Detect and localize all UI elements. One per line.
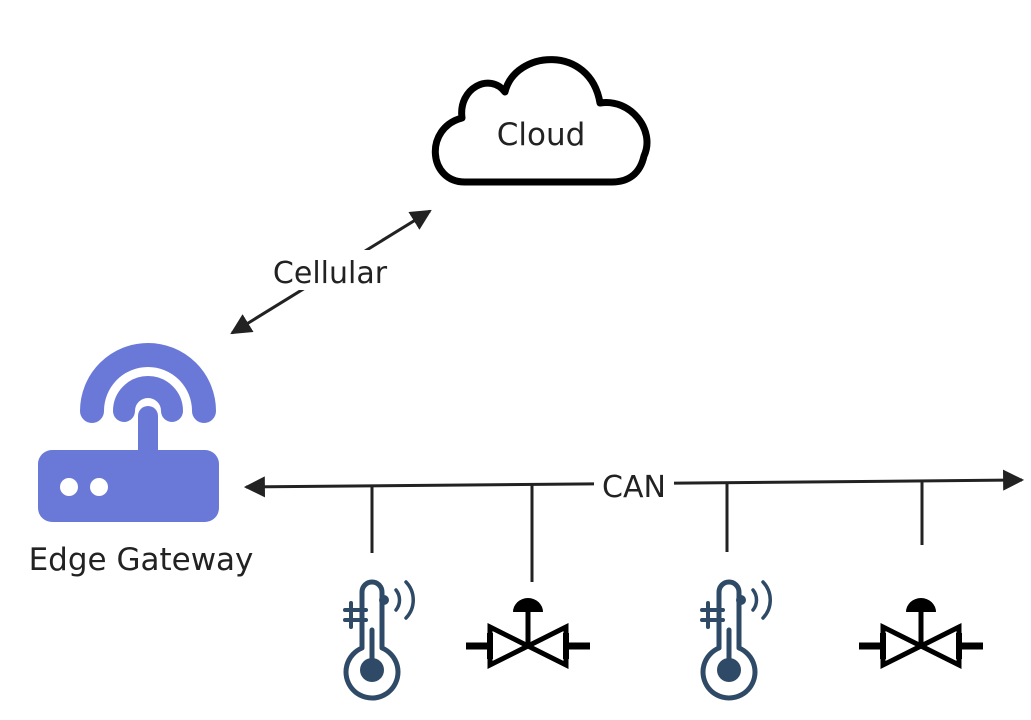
thermometer-wireless-icon — [702, 582, 770, 698]
cloud-icon — [431, 56, 651, 186]
gateway-label: Edge Gateway — [29, 542, 254, 578]
router-icon — [38, 343, 219, 522]
cellular-label: Cellular — [273, 256, 388, 291]
control-valve-icon — [466, 598, 590, 665]
thermometer-wireless-icon — [345, 582, 413, 698]
control-valve-icon — [859, 598, 983, 665]
can-bus-label: CAN — [602, 470, 666, 505]
cellular-label-backdrop — [262, 250, 394, 290]
can-label-backdrop — [594, 466, 674, 502]
cloud-label: Cloud — [497, 117, 586, 153]
